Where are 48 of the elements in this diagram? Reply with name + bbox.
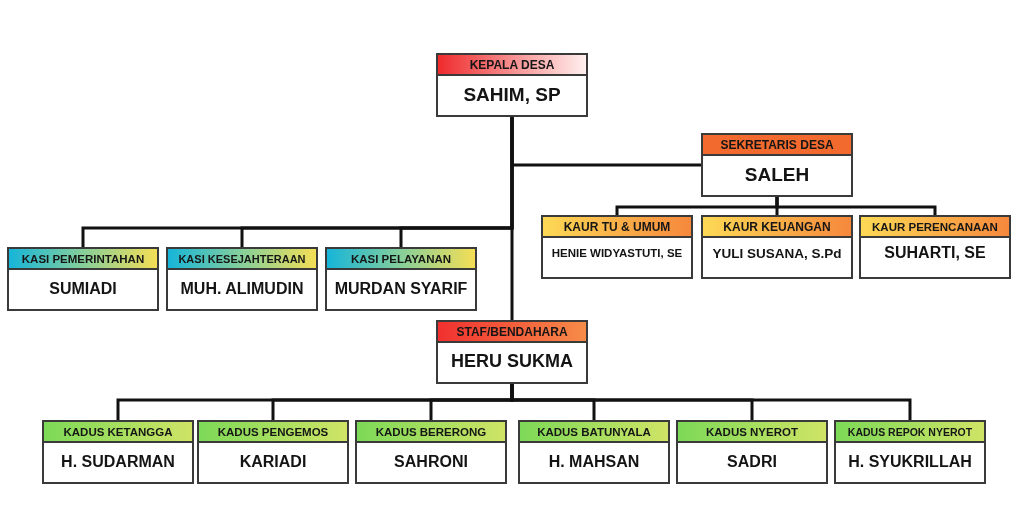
org-card [859, 215, 1011, 279]
position-title: KEPALA DESA [438, 55, 586, 76]
org-card [676, 420, 828, 484]
org-card [166, 247, 318, 311]
person-name: YULI SUSANA, S.Pd [712, 245, 842, 262]
position-title: KASI PEMERINTAHAN [9, 249, 157, 270]
person-name: H. SUDARMAN [61, 453, 175, 472]
position-title: KAUR TU & UMUM [543, 217, 691, 238]
connector-line [510, 117, 514, 320]
position-title: KADUS REPOK NYEROT [836, 422, 984, 443]
person-name: SADRI [727, 453, 777, 472]
position-title: STAF/BENDAHARA [438, 322, 586, 343]
connector-line [775, 197, 937, 215]
person-name: SUMIADI [49, 280, 117, 299]
position-title: KASI KESEJAHTERAAN [168, 249, 316, 270]
position-title: KADUS KETANGGA [44, 422, 192, 443]
person-name: KARIADI [239, 453, 307, 472]
person-name: SALEH [744, 163, 810, 186]
person-name: H. MAHSAN [548, 453, 640, 472]
org-card [701, 133, 853, 197]
org-card [42, 420, 194, 484]
position-title: SEKRETARIS DESA [703, 135, 851, 156]
person-name: SAHIM, SP [463, 83, 561, 106]
org-card [541, 215, 693, 279]
person-name: H. SYUKRILLAH [848, 453, 972, 472]
position-title: KAUR PERENCANAAN [861, 217, 1009, 238]
org-card [436, 53, 588, 117]
org-card [355, 420, 507, 484]
org-card [197, 420, 349, 484]
org-card [7, 247, 159, 311]
org-card [325, 247, 477, 311]
org-card [701, 215, 853, 279]
connector-line [510, 384, 912, 420]
person-name: SAHRONI [394, 453, 468, 472]
org-card [518, 420, 670, 484]
org-card [834, 420, 986, 484]
org-card [436, 320, 588, 384]
position-title: KADUS BERERONG [357, 422, 505, 443]
person-name: HERU SUKMA [451, 351, 573, 372]
person-name: SUHARTI, SE [884, 244, 986, 263]
position-title: KADUS NYEROT [678, 422, 826, 443]
person-name: MURDAN SYARIF [334, 280, 468, 299]
position-title: KAUR KEUANGAN [703, 217, 851, 238]
position-title: KADUS PENGEMOS [199, 422, 347, 443]
person-name: HENIE WIDYASTUTI, SE [551, 246, 683, 261]
position-title: KASI PELAYANAN [327, 249, 475, 270]
person-name: MUH. ALIMUDIN [180, 280, 304, 299]
position-title: KADUS BATUNYALA [520, 422, 668, 443]
